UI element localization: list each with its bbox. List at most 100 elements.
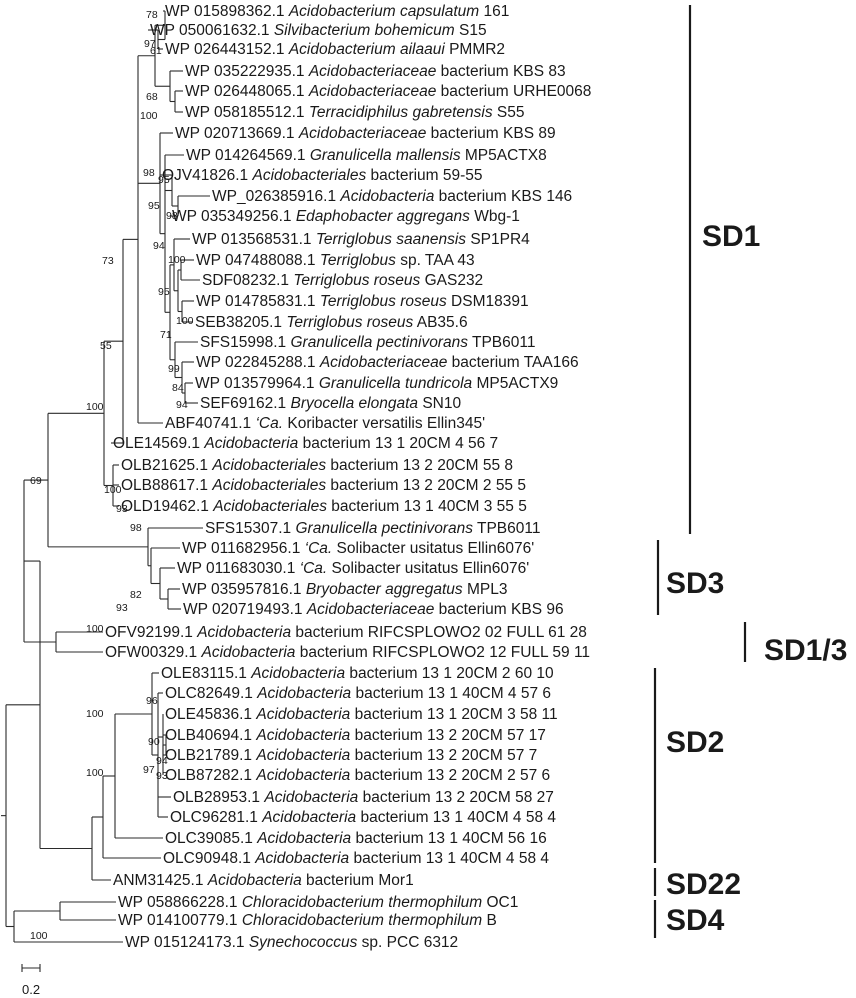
leaf-accession: WP 026443152.1 (165, 41, 289, 58)
leaf-strain: DSM18391 (447, 293, 529, 310)
leaf-strain: bacterium 13 1 40CM 4 58 4 (356, 809, 556, 826)
bootstrap-value: 98 (130, 522, 142, 534)
leaf-strain: bacterium 13 2 20CM 57 7 (350, 747, 537, 764)
leaf-strain: SN10 (418, 395, 461, 412)
leaf-accession: SEF69162.1 (200, 395, 290, 412)
bootstrap-values: 7897616810098959598941009510071998494735… (30, 9, 194, 942)
leaf-species: Terriglobus (320, 252, 396, 269)
bootstrap-value: 97 (143, 764, 155, 776)
bootstrap-value: 99 (168, 363, 180, 375)
leaf-species: Granulicella mallensis (310, 147, 461, 164)
bootstrap-value: 98 (166, 210, 178, 222)
leaf-strain: TPB6011 (473, 520, 541, 537)
leaf-species: Terriglobus roseus (293, 272, 420, 289)
leaf-accession: SDF08232.1 (202, 272, 293, 289)
leaf-strain: bacterium 13 1 40CM 3 55 5 (327, 498, 527, 515)
leaf-accession: WP 035222935.1 (185, 63, 309, 80)
leaf-species: Granulicella pectinivorans (295, 520, 473, 537)
leaf-label: OLB21625.1 Acidobacteriales bacterium 13… (121, 457, 513, 474)
leaf-strain: bacterium 13 1 20CM 2 60 10 (345, 665, 554, 682)
leaf-species: Acidobacteria (201, 644, 296, 661)
leaf-label: OLC90948.1 Acidobacteria bacterium 13 1 … (163, 850, 549, 867)
bootstrap-value: 78 (146, 9, 158, 21)
leaf-accession: OJV41826.1 (162, 167, 252, 184)
leaf-accession: WP 013579964.1 (195, 375, 319, 392)
leaf-strain: bacterium 13 1 40CM 4 57 6 (351, 685, 551, 702)
leaf-accession: WP_026385916.1 (212, 188, 340, 205)
leaf-label: SFS15998.1 Granulicella pectinivorans TP… (200, 334, 535, 351)
leaf-accession: OLC39085.1 (165, 830, 257, 847)
leaf-label: WP 020713669.1 Acidobacteriaceae bacteri… (175, 125, 556, 142)
leaf-strain: S15 (455, 22, 487, 39)
bootstrap-value: 94 (156, 755, 168, 767)
leaf-accession: WP 015124173.1 (125, 934, 249, 951)
leaf-accession: WP 015898362.1 (165, 3, 289, 20)
leaf-species: Acidobacteria (207, 872, 302, 889)
leaf-label: OLE14569.1 Acidobacteria bacterium 13 1 … (113, 435, 498, 452)
bootstrap-value: 95 (158, 286, 170, 298)
leaf-accession: OLC90948.1 (163, 850, 255, 867)
leaf-accession: WP 013568531.1 (192, 231, 316, 248)
leaf-strain: Wbg-1 (470, 208, 520, 225)
leaf-accession: SEB38205.1 (195, 314, 286, 331)
leaf-label: WP 026448065.1 Acidobacteriaceae bacteri… (185, 83, 591, 100)
bootstrap-value: 100 (140, 110, 158, 122)
leaf-accession: WP 014785831.1 (196, 293, 320, 310)
leaf-label: WP 011683030.1 ‘Ca. Solibacter usitatus … (177, 560, 529, 577)
leaf-species: Granulicella pectinivorans (290, 334, 468, 351)
leaf-strain: bacterium KBS 146 (434, 188, 572, 205)
leaf-species: Acidobacteria (261, 809, 356, 826)
leaf-species: Granulicella tundricola (319, 375, 473, 392)
leaf-strain: bacterium 13 2 20CM 57 17 (350, 727, 546, 744)
bootstrap-value: 69 (30, 475, 42, 487)
leaf-species: Acidobacteria (254, 850, 349, 867)
bootstrap-value: 73 (102, 255, 114, 267)
bootstrap-value: 100 (30, 930, 48, 942)
leaf-strain: MP5ACTX9 (472, 375, 558, 392)
leaf-strain: OC1 (482, 894, 518, 911)
leaf-species: Acidobacteria (339, 188, 434, 205)
leaf-accession: OLB21625.1 (121, 457, 212, 474)
leaf-species: Acidobacteriales (251, 167, 366, 184)
bootstrap-value: 100 (176, 315, 194, 327)
leaf-strain: bacterium 13 2 20CM 2 55 5 (326, 477, 526, 494)
leaf-accession: OFW00329.1 (105, 644, 202, 661)
bootstrap-value: 100 (86, 623, 104, 635)
leaf-species: ‘Ca. (300, 560, 328, 577)
leaf-strain: AB35.6 (413, 314, 467, 331)
bootstrap-value: 94 (176, 399, 188, 411)
leaf-accession: SFS15998.1 (200, 334, 290, 351)
leaf-accession: WP 011683030.1 (177, 560, 300, 577)
subdivision-label: SD3 (666, 567, 724, 600)
bootstrap-value: 95 (148, 200, 160, 212)
leaf-label: WP 015898362.1 Acidobacterium capsulatum… (165, 3, 509, 20)
leaf-accession: WP 014100779.1 (118, 912, 242, 929)
leaf-accession: OLB87282.1 (165, 767, 256, 784)
bootstrap-value: 95 (158, 174, 170, 186)
leaf-label: WP 014100779.1 Chloracidobacterium therm… (118, 912, 497, 929)
leaf-strain: bacterium KBS 96 (434, 601, 563, 618)
leaf-strain: TPB6011 (468, 334, 536, 351)
leaf-label: WP 020719493.1 Acidobacteriaceae bacteri… (183, 601, 564, 618)
subdivision-label: SD4 (666, 904, 725, 937)
leaf-label: WP 047488088.1 Terriglobus sp. TAA 43 (196, 252, 475, 269)
leaf-strain: bacterium URHE0068 (436, 83, 591, 100)
leaf-accession: WP 026448065.1 (185, 83, 309, 100)
bootstrap-value: 100 (86, 401, 104, 413)
bootstrap-value: 98 (143, 167, 155, 179)
leaf-strain: MPL3 (463, 581, 508, 598)
leaf-species: Edaphobacter aggregans (296, 208, 470, 225)
leaf-label: SEF69162.1 Bryocella elongata SN10 (200, 395, 461, 412)
leaf-species: Bryocella elongata (290, 395, 418, 412)
leaf-species: Acidobacteria (256, 830, 351, 847)
leaf-accession: WP 020719493.1 (183, 601, 307, 618)
leaf-strain: bacterium RIFCSPLOWO2 12 FULL 59 11 (295, 644, 590, 661)
leaf-label: SEB38205.1 Terriglobus roseus AB35.6 (195, 314, 468, 331)
leaf-label: WP 058866228.1 Chloracidobacterium therm… (118, 894, 518, 911)
leaf-accession: OLB40694.1 (165, 727, 256, 744)
leaf-label: OLE83115.1 Acidobacteria bacterium 13 1 … (161, 665, 554, 682)
leaf-label: WP 050061632.1 Silvibacterium bohemicum … (150, 22, 487, 39)
scale-bar-label: 0.2 (22, 982, 40, 997)
leaf-strain: bacterium Mor1 (302, 872, 414, 889)
